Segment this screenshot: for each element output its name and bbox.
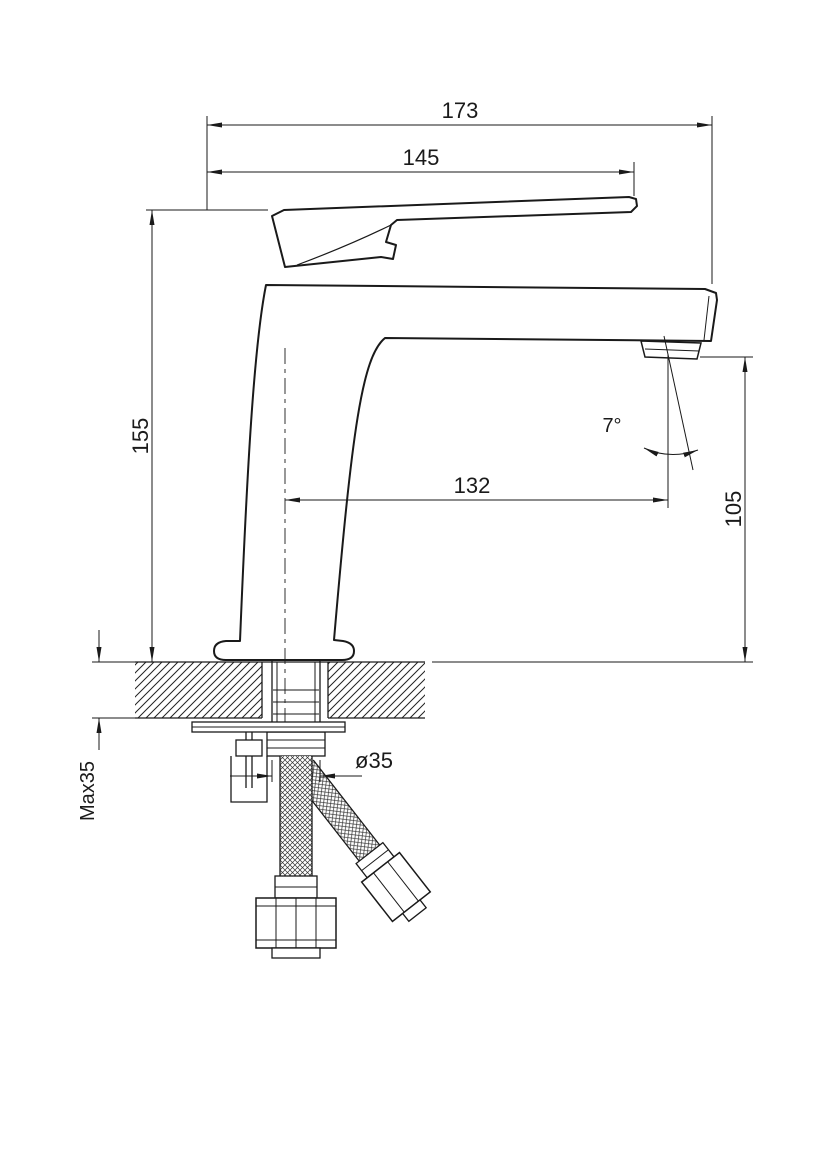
hose-coupling [266, 731, 326, 757]
dim-label-spout-angle: 7° [602, 415, 621, 437]
dimension-deck-thickness: Max35 [77, 630, 135, 821]
faucet-body-outline [213, 284, 718, 661]
deck-hatch-left [135, 662, 262, 718]
dimension-body-height: 155 [128, 209, 268, 662]
lever-outline [271, 196, 638, 268]
dimension-lever-length: 145 [207, 145, 635, 196]
dimension-hole-diameter: ø35 [230, 748, 393, 782]
hose-braid [292, 759, 380, 862]
dimension-spout-reach: 132 [285, 354, 669, 508]
mounting-stud [230, 732, 268, 803]
spout-front-inner-line [703, 295, 710, 341]
faucet-handle [271, 196, 638, 268]
deck-hatch-right [328, 662, 425, 718]
mounting-washer [191, 721, 346, 733]
hose-end-cap [401, 899, 428, 923]
dim-label-spout-reach: 132 [454, 473, 491, 498]
dimension-outlet-height: 105 [432, 356, 753, 663]
dim-label-deck-thickness: Max35 [77, 761, 99, 821]
lever-skirt-seam [296, 224, 392, 266]
counter-deck [135, 661, 425, 719]
hose-end-cap [271, 947, 321, 959]
dim-label-lever-length: 145 [403, 145, 440, 170]
aerator [640, 340, 702, 360]
dimension-overall-length: 173 [206, 98, 713, 284]
supply-hose-vertical [255, 731, 337, 959]
dimension-spout-angle: 7° [602, 335, 699, 471]
angle-slant-line [663, 335, 694, 471]
supply-hose-diagonal [292, 759, 432, 923]
faucet-body [213, 284, 718, 661]
dim-label-hole-diameter: ø35 [355, 748, 393, 773]
mounting-hole-edges [261, 662, 329, 718]
hose-braid [280, 756, 312, 876]
dim-label-overall-length: 173 [442, 98, 479, 123]
stud-bracket [230, 756, 268, 803]
dim-label-body-height: 155 [128, 418, 153, 455]
dim-label-outlet-height: 105 [721, 491, 746, 528]
stud-nut [235, 739, 263, 757]
